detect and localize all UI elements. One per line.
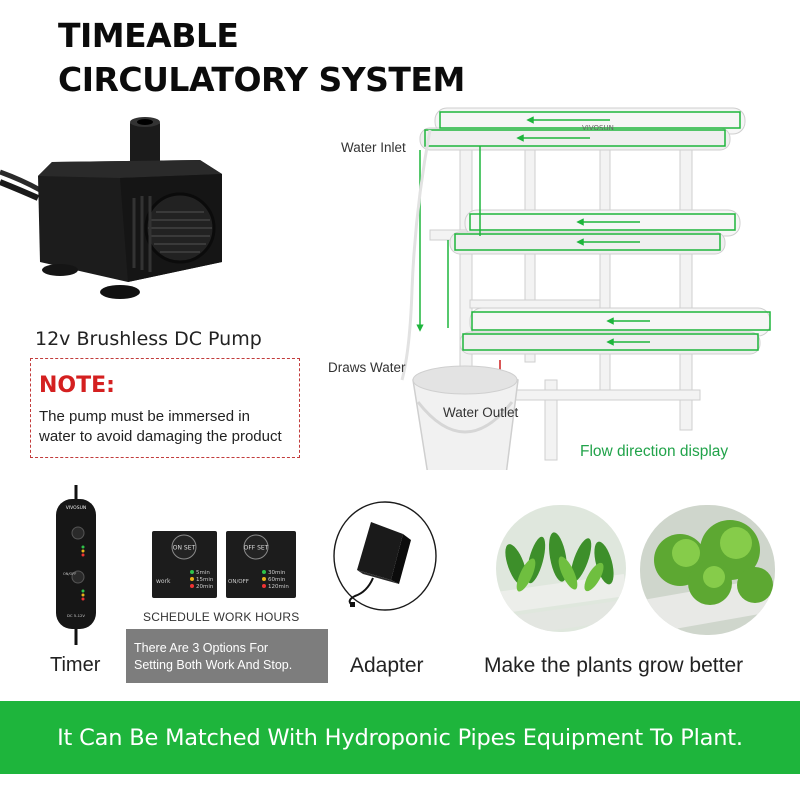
timer-onoff-label: ON/OFF — [63, 572, 76, 576]
schedule-line-2: Setting Both Work And Stop. — [134, 658, 293, 672]
off-set-button[interactable]: OFF SET — [244, 545, 269, 552]
on-option-2: 15min — [196, 577, 214, 583]
note-box: NOTE: The pump must be immersed in water… — [30, 358, 300, 458]
schedule-line-1: There Are 3 Options For — [134, 641, 269, 655]
plant-photo-pipes — [496, 505, 626, 632]
water-inlet-label: Water Inlet — [341, 140, 406, 155]
adapter-caption: Adapter — [350, 654, 424, 677]
onoff-label: ON/OFF — [228, 579, 249, 585]
note-text: The pump must be immersed in water to av… — [39, 407, 291, 447]
title-line-2: CIRCULATORY SYSTEM — [58, 60, 465, 99]
system-brand-mark: VIVOSUN — [582, 124, 614, 132]
pump-caption: 12v Brushless DC Pump — [35, 328, 262, 350]
note-line-2: water to avoid damaging the product — [39, 428, 282, 445]
note-heading: NOTE: — [39, 373, 115, 398]
plant-photo-lettuce — [640, 505, 775, 635]
on-option-1: 5min — [196, 570, 210, 576]
schedule-label: SCHEDULE WORK HOURS — [143, 610, 300, 624]
off-option-1: 30min — [268, 570, 286, 576]
schedule-options-box: There Are 3 Options For Setting Both Wor… — [126, 629, 328, 683]
on-option-3: 20min — [196, 584, 214, 590]
water-outlet-label: Water Outlet — [443, 405, 519, 420]
draws-water-label: Draws Water — [328, 360, 406, 375]
timer-off-button[interactable] — [71, 570, 85, 584]
on-set-panel: ON SET 5min 15min 20min work — [152, 531, 217, 598]
timer-image: VIVOSUN ON/OFF DC 5-12V — [56, 485, 96, 645]
pump-image — [0, 117, 222, 299]
off-option-2: 60min — [268, 577, 286, 583]
timer-brand: VIVOSUN — [66, 505, 86, 511]
timer-spec: DC 5-12V — [67, 613, 85, 618]
work-label: work — [156, 578, 171, 585]
off-set-panel: OFF SET 30min 60min 120min ON/OFF — [226, 531, 296, 598]
plants-caption: Make the plants grow better — [484, 654, 744, 677]
page-title: TIMEABLE CIRCULATORY SYSTEM — [58, 14, 465, 102]
title-line-1: TIMEABLE — [58, 16, 239, 55]
timer-caption: Timer — [50, 654, 101, 676]
note-line-1: The pump must be immersed in — [39, 408, 250, 425]
off-option-3: 120min — [268, 584, 289, 590]
adapter-image — [333, 501, 437, 611]
hydroponic-system-image: VIVOSUN — [400, 107, 771, 470]
bottom-banner: It Can Be Matched With Hydroponic Pipes … — [0, 701, 800, 774]
timer-on-button[interactable] — [71, 526, 85, 540]
banner-text: It Can Be Matched With Hydroponic Pipes … — [57, 724, 743, 751]
flow-direction-label: Flow direction display — [580, 443, 729, 460]
on-set-button[interactable]: ON SET — [173, 545, 196, 552]
